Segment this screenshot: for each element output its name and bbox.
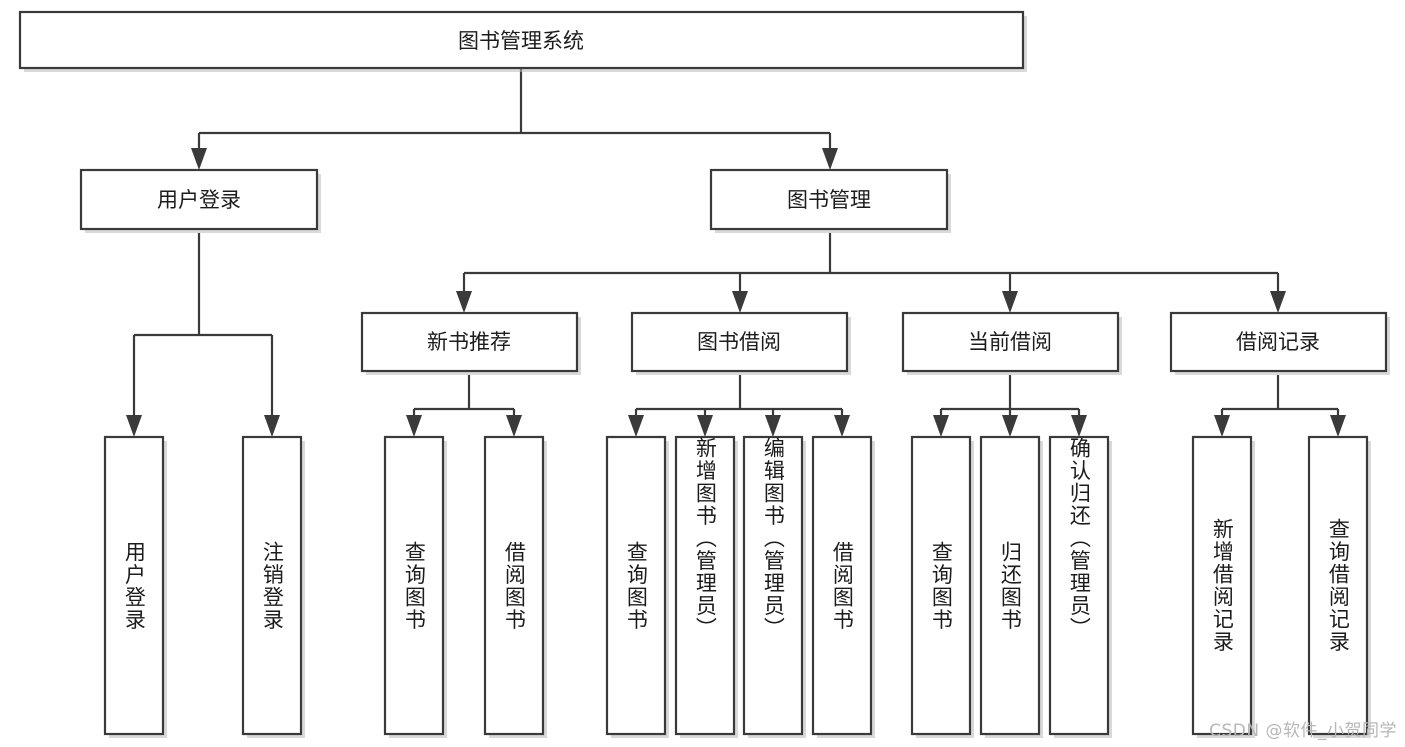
leaf-borrow-book-2-box[interactable] <box>811 435 873 736</box>
leaf-query-book-2-box[interactable] <box>605 435 667 736</box>
leaf-borrow-book-1-box[interactable] <box>483 435 545 736</box>
arrow-head-leaf-edit-book <box>765 415 781 437</box>
connector-group-book-borrow <box>628 375 850 437</box>
node-book-manage-label: 图书管理 <box>787 188 871 212</box>
connector-group-root <box>191 69 838 170</box>
node-user-login-label: 用户登录 <box>157 188 241 212</box>
connector-group-book-manage <box>456 233 1286 313</box>
node-book-borrow[interactable]: 图书借阅 <box>630 311 851 375</box>
arrow-head-leaf-borrow-book-2 <box>834 415 850 437</box>
node-book-borrow-box[interactable] <box>630 311 849 373</box>
arrow-head-leaf-confirm-return <box>1071 415 1087 437</box>
arrow-head-leaf-add-record <box>1214 415 1230 437</box>
leaf-query-record-box[interactable] <box>1307 435 1369 736</box>
connector-group-user-login <box>126 233 280 437</box>
node-root-label: 图书管理系统 <box>458 29 584 53</box>
node-root[interactable]: 图书管理系统 <box>18 10 1027 72</box>
arrow-head-current-borrow <box>1002 291 1018 313</box>
arrow-head-leaf-query-record <box>1330 415 1346 437</box>
node-borrow-record[interactable]: 借阅记录 <box>1169 311 1390 375</box>
arrow-head-leaf-borrow-book-1 <box>506 415 522 437</box>
node-book-manage[interactable]: 图书管理 <box>709 168 951 233</box>
node-current-borrow[interactable]: 当前借阅 <box>901 311 1122 375</box>
connector-group-borrow-record <box>1214 375 1346 437</box>
connector-group-new-book-recommend <box>406 375 522 437</box>
node-root-box[interactable] <box>18 10 1025 70</box>
node-current-borrow-box[interactable] <box>901 311 1120 373</box>
leaf-confirm-return-box[interactable] <box>1048 435 1110 736</box>
leaf-logout-box[interactable] <box>241 435 303 736</box>
leaf-add-book-box[interactable] <box>674 435 736 736</box>
leaf-query-book-3-box[interactable] <box>910 435 972 736</box>
node-new-book-recommend-box[interactable] <box>360 311 579 373</box>
arrow-head-leaf-user-login <box>126 415 142 437</box>
arrow-head-book-borrow <box>732 291 748 313</box>
arrow-head-borrow-record <box>1270 291 1286 313</box>
arrow-head-new-book-recommend <box>456 291 472 313</box>
arrow-head-leaf-return-book <box>1002 415 1018 437</box>
node-user-login[interactable]: 用户登录 <box>79 168 321 233</box>
connector-group-current-borrow <box>933 375 1087 437</box>
node-book-borrow-label: 图书借阅 <box>697 330 781 354</box>
leaf-user-login-box[interactable] <box>103 435 165 736</box>
node-new-book-recommend[interactable]: 新书推荐 <box>360 311 581 375</box>
node-user-login-box[interactable] <box>79 168 319 231</box>
arrow-head-leaf-query-book-2 <box>628 415 644 437</box>
arrow-head-leaf-query-book-3 <box>933 415 949 437</box>
node-borrow-record-box[interactable] <box>1169 311 1388 373</box>
node-new-book-recommend-label: 新书推荐 <box>427 330 511 354</box>
csdn-watermark: CSDN @软件_小贺同学 <box>1209 721 1397 741</box>
leaf-node-group <box>103 435 1371 738</box>
leaf-edit-book-box[interactable] <box>742 435 804 736</box>
node-current-borrow-label: 当前借阅 <box>968 330 1052 354</box>
arrow-head-user-login <box>191 148 207 170</box>
arrow-head-leaf-logout <box>264 415 280 437</box>
node-book-manage-box[interactable] <box>709 168 949 231</box>
arrow-head-leaf-add-book <box>697 415 713 437</box>
leaf-add-record-box[interactable] <box>1191 435 1253 736</box>
node-borrow-record-label: 借阅记录 <box>1236 330 1320 354</box>
arrow-head-leaf-query-book-1 <box>406 415 422 437</box>
arrow-head-book-manage <box>822 148 838 170</box>
leaf-return-book-box[interactable] <box>979 435 1041 736</box>
leaf-query-book-1-box[interactable] <box>383 435 445 736</box>
